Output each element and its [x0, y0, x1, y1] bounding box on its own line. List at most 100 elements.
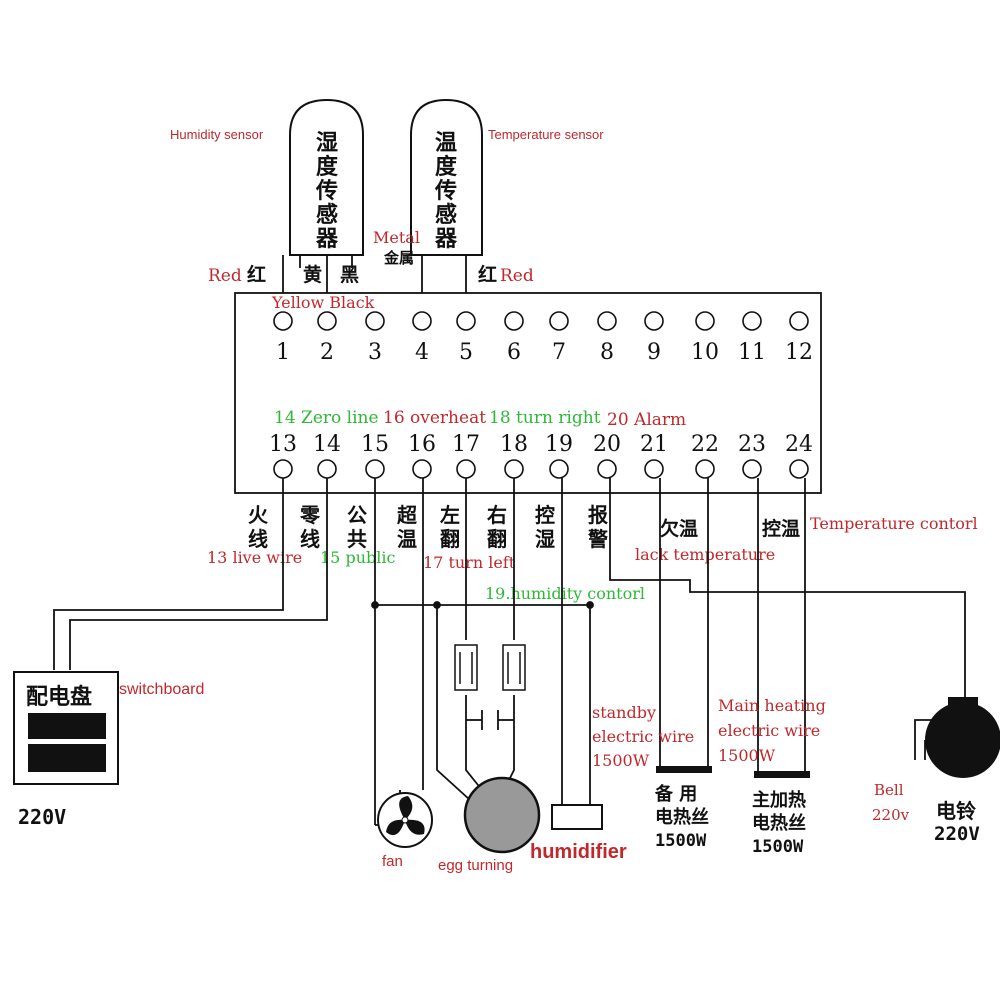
- public-label: 15 public: [320, 548, 395, 567]
- terminal-23: [742, 459, 762, 479]
- wiring: [53, 478, 966, 826]
- red2-wire-label: Red: [500, 266, 534, 286]
- humidity-sensor-cn-char: 度: [316, 154, 339, 180]
- terminal-7: [549, 311, 569, 331]
- terminal-10: [695, 311, 715, 331]
- terminal-8: [597, 311, 617, 331]
- terminal-9: [644, 311, 664, 331]
- egg-turning-switches: [454, 644, 526, 691]
- terminal-number: 21: [640, 432, 668, 457]
- terminal-function-cn: 零: [299, 503, 321, 527]
- terminal-4: [412, 311, 432, 331]
- yellow-wire-cn: 黄: [303, 263, 322, 286]
- terminal-number: 6: [507, 340, 521, 365]
- terminal-5: [456, 311, 476, 331]
- terminal-function-cn: 温: [397, 527, 417, 551]
- humidity-sensor-label: Humidity sensor: [170, 127, 264, 142]
- terminal-number: 17: [452, 432, 480, 457]
- terminal-18: [504, 459, 524, 479]
- standby-label-3: 1500W: [592, 751, 650, 770]
- terminal-11: [742, 311, 762, 331]
- terminal-number: 14: [313, 432, 341, 457]
- main-heating-cn-1: 主加热: [752, 789, 806, 811]
- terminal-17: [456, 459, 476, 479]
- terminal-function-cn: 翻: [487, 527, 507, 551]
- temperature-sensor-cn-char: 度: [435, 154, 458, 180]
- red-wire-cn: 红: [247, 263, 266, 286]
- humidity-sensor-cn-char: 湿: [316, 130, 338, 156]
- fan-icon: [377, 792, 433, 848]
- turn-left-label: 17 turn left: [423, 553, 516, 572]
- terminal-number: 12: [785, 340, 813, 365]
- temperature-control-label: Temperature contorl: [810, 514, 978, 533]
- temperature-sensor-cn-char: 器: [434, 226, 458, 252]
- humidifier-label: humidifier: [530, 841, 627, 863]
- bell-icon: [924, 697, 1000, 778]
- standby-label-2: electric wire: [592, 727, 694, 746]
- humidity-sensor-cn-char: 器: [315, 226, 339, 252]
- main-heating-cn-2: 电热丝: [752, 812, 806, 834]
- terminal-number: 19: [545, 432, 573, 457]
- fan-label: fan: [382, 853, 403, 870]
- humidifier-unit: [551, 804, 603, 830]
- turn-right-label: 18 turn right: [489, 408, 601, 428]
- terminal-2: [317, 311, 337, 331]
- terminal-function-cn: 翻: [440, 527, 460, 551]
- main-heater-element: [754, 771, 810, 778]
- temperature-sensor-label: Temperature sensor: [488, 127, 604, 142]
- terminal-16: [412, 459, 432, 479]
- metal-wire-cn: 金属: [383, 249, 414, 267]
- red2-wire-cn: 红: [478, 263, 497, 286]
- terminal-21: [644, 459, 664, 479]
- main-heating-label-2: electric wire: [718, 721, 820, 740]
- bell-label-1: Bell: [874, 781, 904, 799]
- terminal-number: 22: [691, 432, 719, 457]
- main-heating-label-3: 1500W: [718, 746, 776, 765]
- terminal-function-cn: 左: [440, 503, 460, 527]
- terminal-15: [365, 459, 385, 479]
- terminal-1: [273, 311, 293, 331]
- terminal-function-cn: 右: [487, 503, 507, 527]
- terminal-number: 3: [368, 340, 382, 365]
- terminal-number: 20: [593, 432, 621, 457]
- terminal-function-cn: 湿: [535, 527, 555, 551]
- terminal-number: 9: [647, 340, 661, 365]
- terminal-number: 23: [738, 432, 766, 457]
- switchboard-cn: 配电盘: [26, 684, 92, 710]
- lack-temp-cn: 欠温: [660, 517, 698, 540]
- terminal-number: 10: [691, 340, 719, 365]
- terminal-function-cn: 报: [588, 503, 608, 527]
- terminal-number: 2: [320, 340, 334, 365]
- terminal-20: [597, 459, 617, 479]
- switchboard-voltage: 220V: [18, 805, 66, 829]
- standby-cn-1: 备 用: [654, 783, 697, 805]
- standby-heater-element: [656, 766, 712, 773]
- main-heating-label-1: Main heating: [718, 696, 826, 715]
- humidity-control-label: 19.humidity contorl: [485, 584, 645, 603]
- bell-label-2: 220v: [872, 806, 910, 824]
- red-wire-label: Red: [208, 266, 242, 286]
- temperature-sensor-cn-char: 感: [435, 202, 457, 228]
- standby-label-1: standby: [592, 703, 656, 722]
- switchboard: [13, 671, 119, 785]
- lack-temperature-label: lack temperature: [635, 545, 775, 564]
- main-heating-cn-3: 1500W: [752, 837, 804, 857]
- humidity-sensor-cn-char: 感: [316, 202, 338, 228]
- bell-cn: 电铃: [936, 799, 976, 823]
- egg-turning-motor: [463, 776, 541, 854]
- black-wire-cn: 黑: [340, 264, 359, 286]
- terminal-3: [365, 311, 385, 331]
- temperature-sensor-cn-char: 传: [434, 178, 457, 204]
- terminal-19: [549, 459, 569, 479]
- terminal-6: [504, 311, 524, 331]
- humidity-sensor-cn-char: 传: [315, 178, 338, 204]
- terminal-number: 13: [269, 432, 297, 457]
- terminal-number: 24: [785, 432, 813, 457]
- terminal-function-cn: 警: [588, 527, 608, 551]
- terminal-number: 7: [552, 340, 566, 365]
- live-wire-label: 13 live wire: [207, 548, 302, 567]
